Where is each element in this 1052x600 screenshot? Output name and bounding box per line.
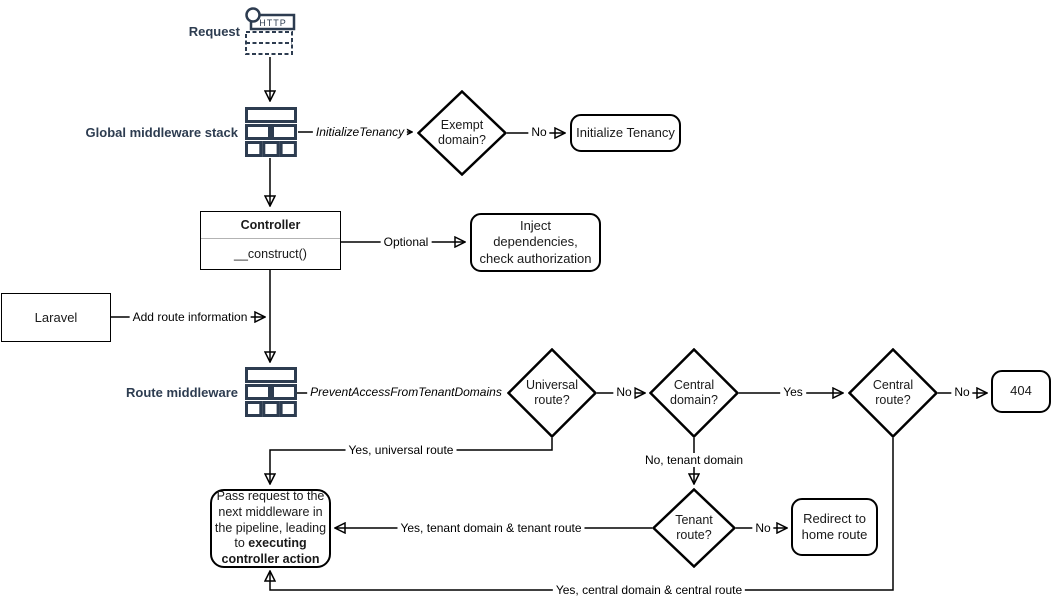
edge-label-yes-universal-route: Yes, universal route — [345, 443, 457, 457]
edge-label-initialize-tenancy: InitializeTenancy — [312, 125, 408, 139]
diamond-shape — [649, 348, 739, 438]
http-request-icon: HTTP — [244, 6, 296, 56]
pass-request-text: Pass request to the next middleware in t… — [214, 489, 327, 566]
initialize-tenancy-text: Initialize Tenancy — [576, 124, 675, 140]
universal-route-text: Universal route? — [525, 378, 579, 407]
request-label: Request — [188, 24, 240, 39]
route-middleware-label: Route middleware — [126, 385, 238, 400]
not-found-node: 404 — [991, 370, 1051, 413]
initialize-tenancy-node: Initialize Tenancy — [570, 114, 681, 152]
route-middleware-stack-icon — [245, 367, 297, 418]
inject-dependencies-text: Inject dependencies, check authorization — [479, 218, 592, 266]
edge-label-no-tenant-route: No — [752, 521, 774, 535]
diamond-shape — [848, 348, 938, 438]
universal-route-decision: Universal route? — [507, 348, 597, 438]
redirect-home-node: Redirect to home route — [791, 498, 878, 556]
central-domain-text: Central domain? — [670, 378, 718, 407]
central-route-text: Central route? — [872, 378, 914, 407]
edge-label-no-exempt: No — [528, 125, 550, 139]
controller-title: Controller — [201, 212, 340, 239]
exempt-domain-decision: Exempt domain? — [417, 90, 507, 176]
central-route-decision: Central route? — [848, 348, 938, 438]
edge-label-no-central-route: No — [951, 385, 973, 399]
controller-method: __construct() — [234, 247, 307, 261]
middleware-stack-icon — [245, 107, 297, 158]
edge-label-yes-central-route: Yes, central domain & central route — [552, 583, 746, 597]
not-found-text: 404 — [1010, 383, 1032, 399]
edge-label-prevent-access: PreventAccessFromTenantDomains — [307, 385, 505, 399]
diamond-shape — [652, 488, 736, 568]
tenant-route-decision: Tenant route? — [652, 488, 736, 568]
inject-dependencies-node: Inject dependencies, check authorization — [470, 213, 601, 272]
exempt-domain-text: Exempt domain? — [438, 118, 486, 147]
edge-label-yes-tenant-route: Yes, tenant domain & tenant route — [397, 521, 585, 535]
laravel-text: Laravel — [34, 310, 78, 325]
edge-label-add-route-information: Add route information — [129, 310, 251, 324]
svg-text:HTTP: HTTP — [259, 18, 287, 28]
central-domain-decision: Central domain? — [649, 348, 739, 438]
diamond-shape — [417, 90, 507, 176]
laravel-node: Laravel — [1, 293, 111, 342]
redirect-home-text: Redirect to home route — [801, 510, 868, 542]
edge-label-yes-central-domain: Yes — [780, 385, 806, 399]
diamond-shape — [507, 348, 597, 438]
controller-node: Controller __construct() — [200, 211, 341, 270]
edge-label-no-universal: No — [613, 385, 635, 399]
tenant-route-text: Tenant route? — [675, 513, 713, 542]
edge-label-optional: Optional — [380, 235, 432, 249]
global-middleware-label: Global middleware stack — [85, 125, 238, 140]
pass-request-node: Pass request to the next middleware in t… — [210, 489, 331, 568]
edge-label-no-tenant-domain: No, tenant domain — [641, 453, 747, 467]
